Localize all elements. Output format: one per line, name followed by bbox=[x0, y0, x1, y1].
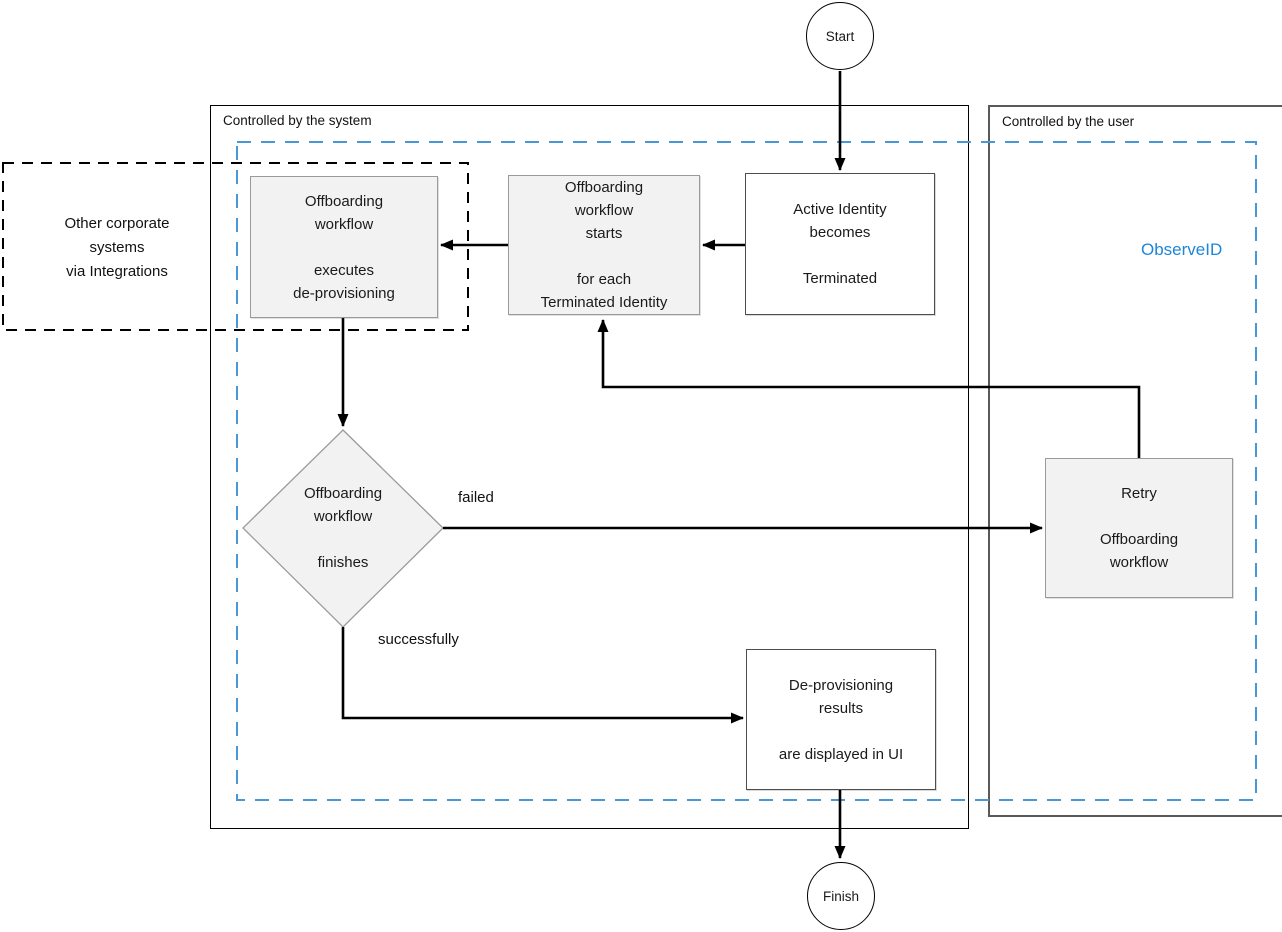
decision-diamond-label: Offboarding workflow finishes bbox=[303, 485, 383, 571]
edge-label-successfully: successfully bbox=[378, 631, 459, 648]
finish-terminator: Finish bbox=[807, 862, 875, 930]
node-deprovisioning-results: De-provisioning results are displayed in… bbox=[746, 649, 936, 790]
observeid-dashed-boundary bbox=[236, 141, 1257, 801]
node-active-identity-terminated: Active Identity becomes Terminated bbox=[745, 173, 935, 315]
container-system-label: Controlled by the system bbox=[223, 113, 372, 128]
node-offboarding-workflow-starts: Offboarding workflow starts for each Ter… bbox=[508, 175, 700, 315]
integrations-box-label: Other corporate systems via Integrations bbox=[64, 215, 170, 280]
edge-successfully-to-results bbox=[341, 627, 744, 724]
edge-retry-to-workflow-starts bbox=[597, 319, 1141, 458]
container-controlled-by-user: Controlled by the user bbox=[988, 105, 1282, 817]
edge-label-failed: failed bbox=[458, 489, 494, 506]
container-controlled-by-system: Controlled by the system bbox=[210, 105, 969, 829]
start-label: Start bbox=[825, 28, 855, 44]
observeid-label: ObserveID bbox=[1141, 240, 1223, 259]
finish-label: Finish bbox=[822, 888, 859, 904]
start-terminator: Start bbox=[806, 2, 874, 70]
integrations-dashed-boundary bbox=[2, 162, 469, 331]
container-user-label: Controlled by the user bbox=[1002, 114, 1135, 129]
node-offboarding-workflow-executes: Offboarding workflow executes de-provisi… bbox=[250, 176, 438, 318]
node-retry-offboarding-workflow: Retry Offboarding workflow bbox=[1045, 458, 1233, 598]
